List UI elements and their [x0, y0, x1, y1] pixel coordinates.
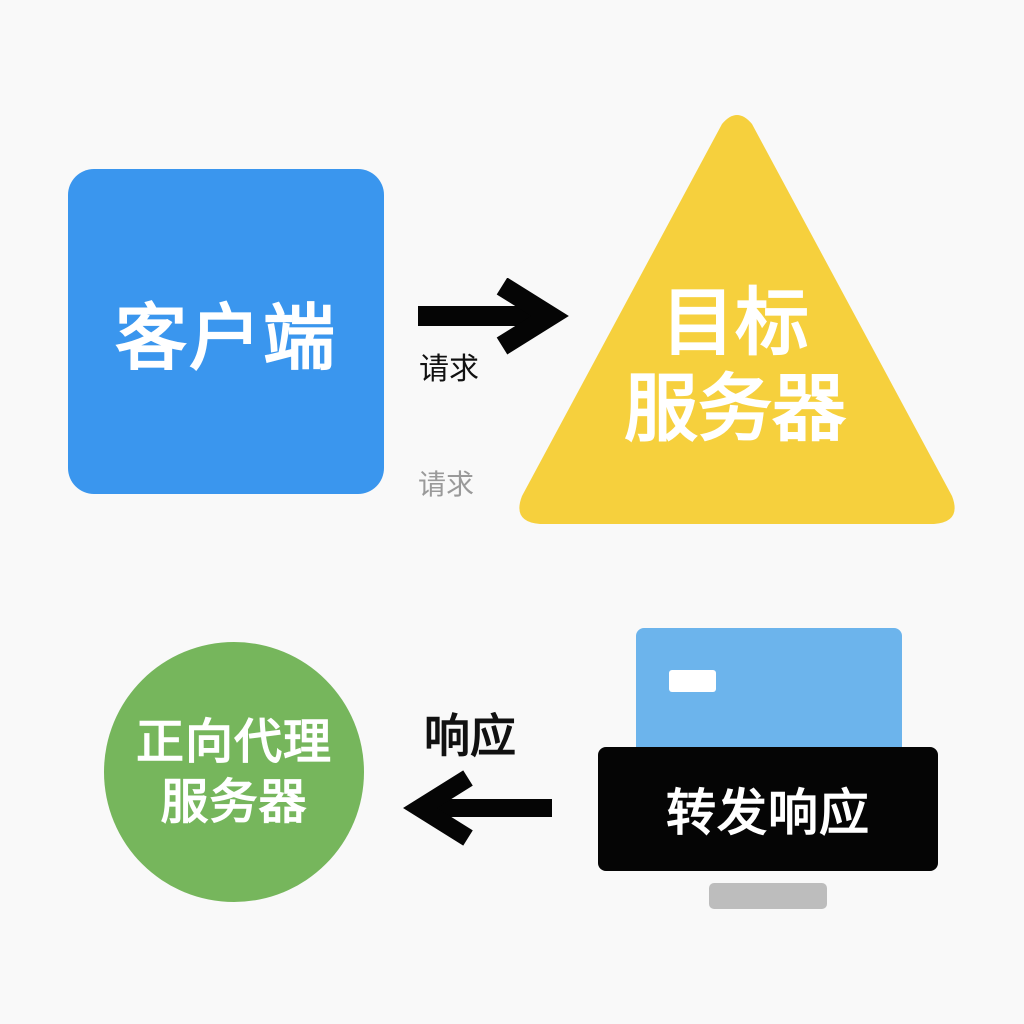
- target-server-triangle: [519, 115, 955, 524]
- client-box: 客户端: [68, 169, 384, 494]
- target-server-line1: 目标: [661, 280, 809, 366]
- forward-response-label: 转发响应: [666, 784, 870, 842]
- request-label: 请求: [419, 352, 479, 387]
- arrow-right-icon: [418, 278, 569, 355]
- forward-proxy-line2: 服务器: [160, 774, 308, 830]
- printer-panel: 转发响应: [598, 747, 938, 871]
- response-label: 响应: [424, 709, 516, 763]
- request-label-faint: 请求: [418, 468, 475, 501]
- target-server-line2: 服务器: [624, 366, 846, 452]
- client-label: 客户端: [114, 296, 337, 380]
- forward-proxy-line1: 正向代理: [135, 714, 332, 770]
- arrow-left-icon: [403, 770, 552, 846]
- printer-paper-slot: [669, 670, 716, 692]
- printer-tray: [709, 883, 827, 909]
- target-server-label: 目标 服务器: [590, 280, 880, 452]
- forward-proxy-circle: 正向代理 服务器: [104, 642, 364, 902]
